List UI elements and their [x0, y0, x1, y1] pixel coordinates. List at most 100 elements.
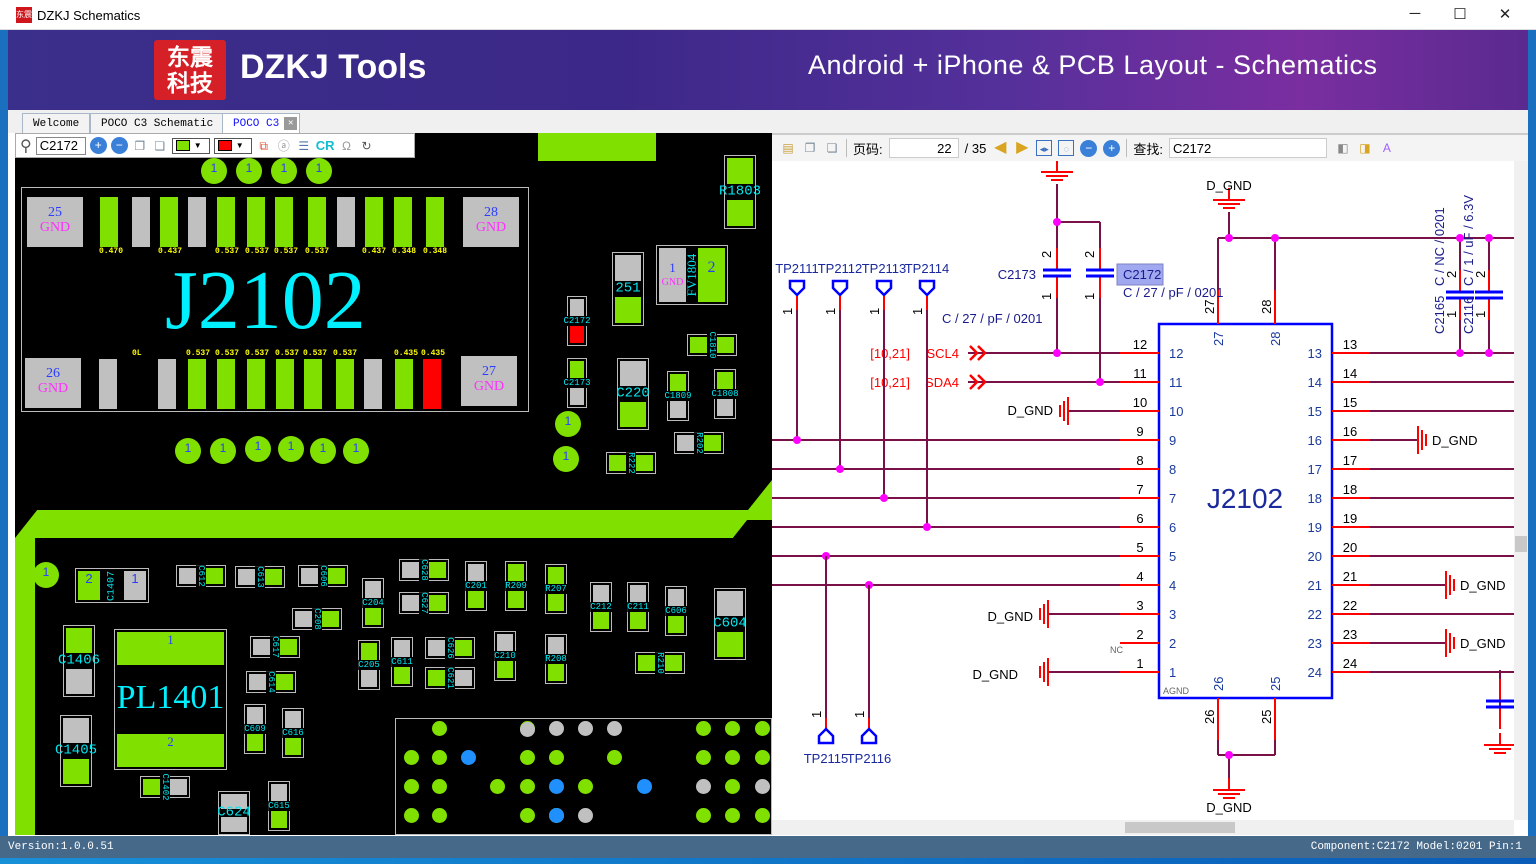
find-next-icon[interactable]: ◨: [1359, 141, 1371, 155]
font-size-icon[interactable]: A: [1382, 141, 1391, 155]
find-prev-icon[interactable]: ◧: [1337, 141, 1349, 155]
zoom-in-icon[interactable]: +: [89, 137, 107, 154]
zoom-out-icon[interactable]: −: [1080, 139, 1098, 157]
component[interactable]: C606: [665, 586, 687, 636]
component[interactable]: C220: [616, 358, 650, 430]
junction: [1225, 751, 1233, 759]
component[interactable]: C1402: [140, 773, 190, 801]
component[interactable]: C609: [244, 704, 266, 754]
component[interactable]: C621: [425, 667, 475, 689]
tab-poco-c3-schematic[interactable]: POCO C3 Schematic: [90, 113, 225, 133]
component[interactable]: C1810: [687, 331, 737, 359]
reset-icon[interactable]: ↻: [361, 138, 372, 153]
prev-page-icon[interactable]: ◀: [994, 139, 1007, 156]
close-button[interactable]: ✕: [1498, 6, 1512, 23]
test-point-ref[interactable]: TP2116: [847, 751, 892, 766]
test-point-ref[interactable]: TP2111: [775, 261, 819, 276]
component[interactable]: R207: [545, 564, 567, 614]
test-point-ref[interactable]: TP2112: [818, 261, 863, 276]
component[interactable]: C210: [494, 631, 516, 681]
scroll-thumb[interactable]: [1125, 822, 1235, 833]
net-ref[interactable]: [10,21]: [870, 375, 910, 390]
ic-ref[interactable]: J2102: [1207, 483, 1283, 514]
maximize-button[interactable]: ☐: [1453, 6, 1467, 23]
horizontal-scrollbar[interactable]: [772, 820, 1514, 835]
component[interactable]: C628: [399, 559, 449, 581]
component[interactable]: C205: [358, 640, 380, 690]
component[interactable]: C204: [362, 578, 384, 628]
find-input[interactable]: C2172: [1168, 138, 1327, 158]
schematic-canvas[interactable]: J210212121313111114141010151599161688171…: [772, 161, 1514, 820]
page-input[interactable]: 22: [888, 138, 959, 158]
component[interactable]: C612: [176, 565, 226, 587]
scroll-thumb[interactable]: [1515, 536, 1527, 552]
component[interactable]: C208: [292, 608, 342, 630]
component[interactable]: C1405: [55, 715, 97, 787]
component[interactable]: C617: [250, 636, 300, 658]
test-point-ref[interactable]: TP2115: [804, 751, 849, 766]
component[interactable]: R210: [635, 652, 685, 674]
fit-width-icon[interactable]: ◂▸: [1036, 140, 1053, 156]
component[interactable]: C201: [465, 561, 487, 611]
component[interactable]: C606: [298, 565, 348, 587]
component[interactable]: C211: [627, 582, 649, 632]
component[interactable]: C212: [590, 582, 612, 632]
component[interactable]: R222: [606, 452, 656, 474]
component[interactable]: R1803: [719, 155, 761, 229]
cr-button[interactable]: CR: [315, 138, 335, 153]
component-search-input[interactable]: [35, 136, 86, 155]
component[interactable]: C613: [235, 566, 285, 588]
component[interactable]: R202: [674, 432, 724, 454]
zoom-out-icon[interactable]: −: [110, 137, 128, 154]
tab-close-icon[interactable]: ✕: [284, 117, 298, 130]
component[interactable]: C611: [391, 637, 413, 687]
minimize-button[interactable]: ─: [1409, 5, 1421, 22]
zoom-in-icon[interactable]: +: [1103, 139, 1121, 157]
component[interactable]: C2172: [563, 296, 591, 346]
text-icon[interactable]: ⓐ: [277, 138, 290, 153]
paste-icon[interactable]: ❏: [826, 141, 838, 155]
fill-color-select[interactable]: ▼: [171, 137, 210, 154]
component[interactable]: R209: [505, 561, 527, 611]
cap-ref[interactable]: C2165: [1432, 296, 1447, 334]
test-point-ref[interactable]: TP2114: [905, 261, 950, 276]
fit-page-icon[interactable]: ◌: [1058, 140, 1075, 156]
component[interactable]: C627: [399, 592, 449, 614]
tab-welcome[interactable]: Welcome: [22, 113, 91, 133]
flip-icon[interactable]: ❐: [134, 138, 146, 153]
cap-ref[interactable]: C2173: [998, 267, 1036, 282]
vertical-scrollbar[interactable]: [1514, 161, 1528, 820]
omega-icon[interactable]: Ω: [342, 138, 351, 153]
tab-poco-c3[interactable]: POCO C3✕: [222, 113, 301, 133]
cap-ref[interactable]: C2116: [1461, 297, 1476, 334]
highlight-color-select[interactable]: ▼: [213, 137, 252, 154]
component[interactable]: C624: [217, 791, 251, 835]
schematic-view[interactable]: [772, 133, 1528, 835]
component[interactable]: C626: [425, 637, 475, 659]
component[interactable]: C2173: [563, 358, 591, 408]
component[interactable]: C615: [268, 781, 290, 831]
component[interactable]: C616: [282, 708, 304, 758]
pin-number: 16: [1343, 424, 1357, 439]
copy-icon[interactable]: ❐: [804, 141, 816, 155]
layers-icon[interactable]: ⧉: [259, 138, 268, 153]
open-icon[interactable]: ▤: [782, 141, 794, 155]
mirror-icon[interactable]: ❏: [154, 138, 166, 153]
component[interactable]: C1809: [664, 371, 692, 421]
next-page-icon[interactable]: ▶: [1016, 139, 1029, 156]
test-point-ref[interactable]: TP2113: [862, 261, 907, 276]
component[interactable]: C1808: [711, 369, 739, 419]
list-icon[interactable]: ☰: [298, 138, 310, 153]
component-ref: C611: [391, 657, 413, 667]
component[interactable]: C1406: [58, 625, 100, 697]
component[interactable]: 251: [612, 252, 644, 326]
component[interactable]: R208: [545, 634, 567, 684]
component[interactable]: C604: [713, 588, 747, 660]
net-ref[interactable]: [10,21]: [870, 346, 910, 361]
component[interactable]: C614: [246, 671, 296, 693]
cap-ref-highlighted[interactable]: C2172: [1123, 267, 1161, 282]
